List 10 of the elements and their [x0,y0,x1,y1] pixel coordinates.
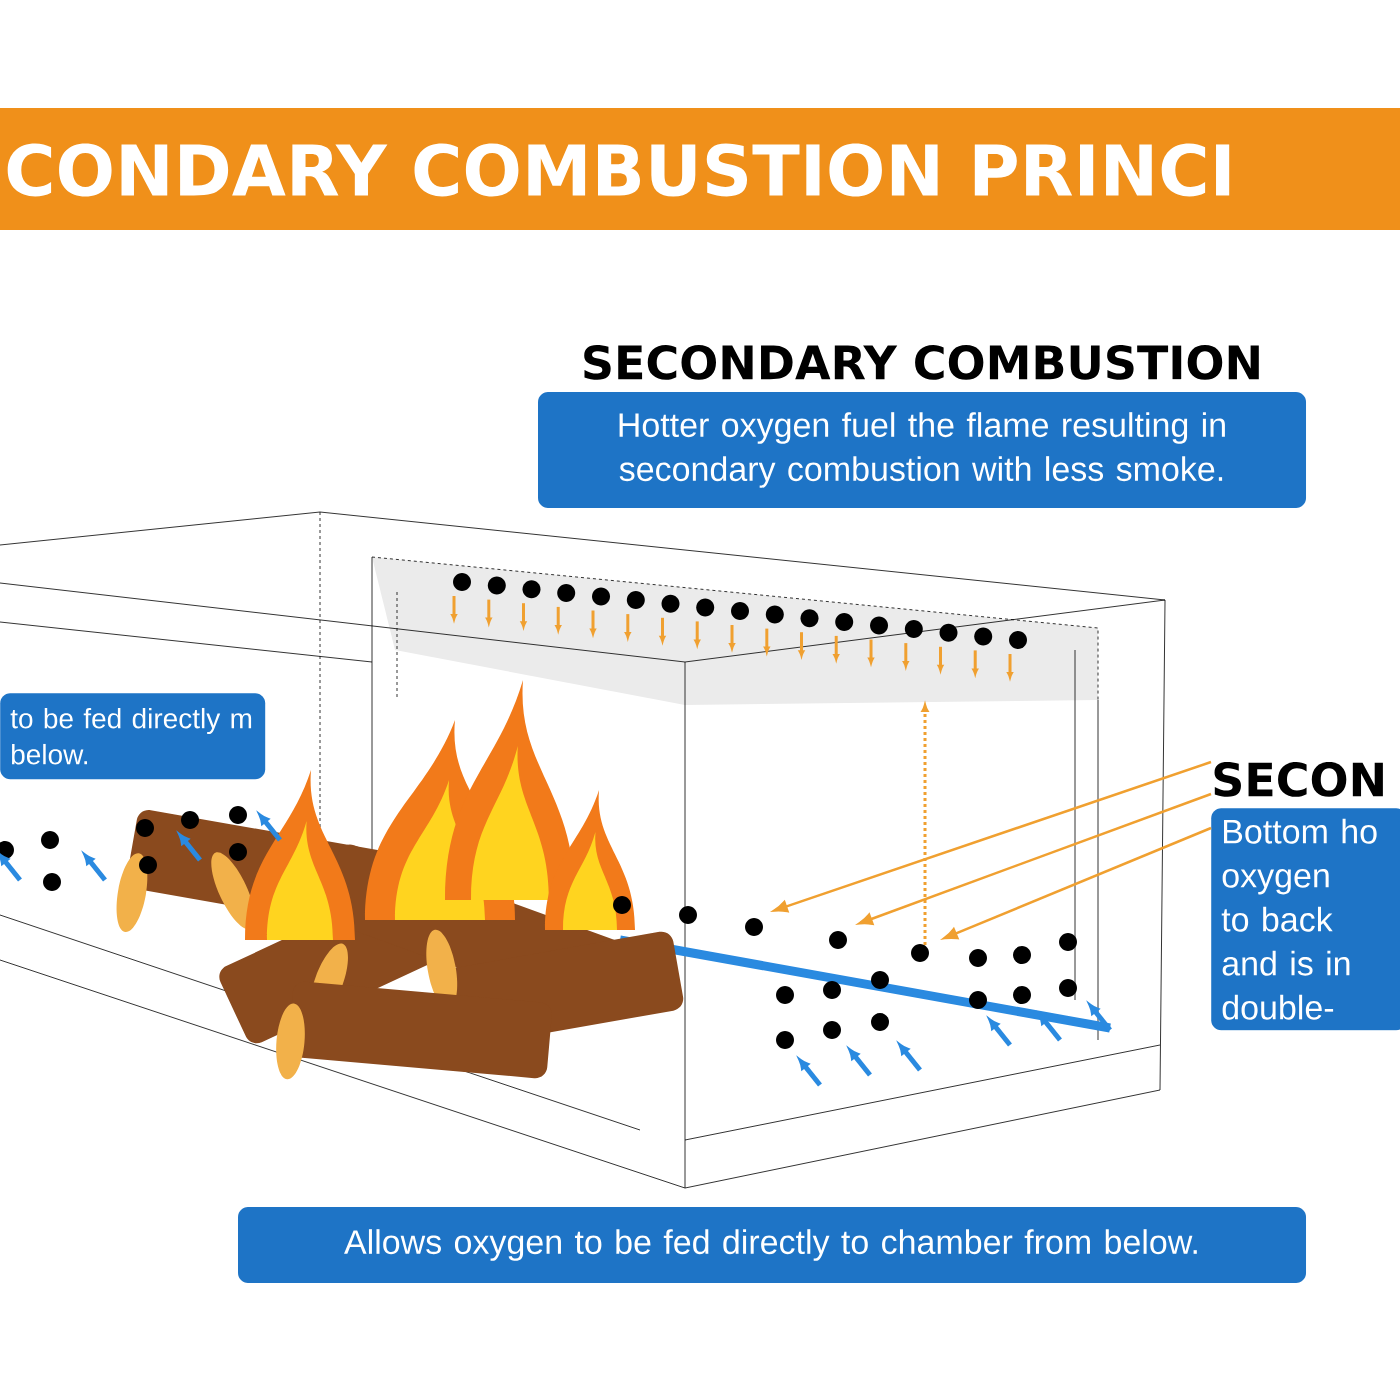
leader-line [773,760,1212,913]
callout-box: to be fed directly m below. [0,693,266,780]
leader-line [858,792,1212,925]
title-banner: CONDARY COMBUSTION PRINCI [0,108,1400,230]
leader-line [943,826,1212,940]
section-heading: SECONDARY COMBUSTION [584,345,1259,380]
section-heading: SECON [1214,762,1383,797]
callout-box: Allows oxygen to be fed directly to chamber from below. [238,1207,1306,1283]
callout-box: Bottom ho oxygen to back and is in double- [1211,808,1400,1031]
callout-box: Hotter oxygen fuel the flame resulting in secondary combustion with less smoke. [538,392,1306,508]
